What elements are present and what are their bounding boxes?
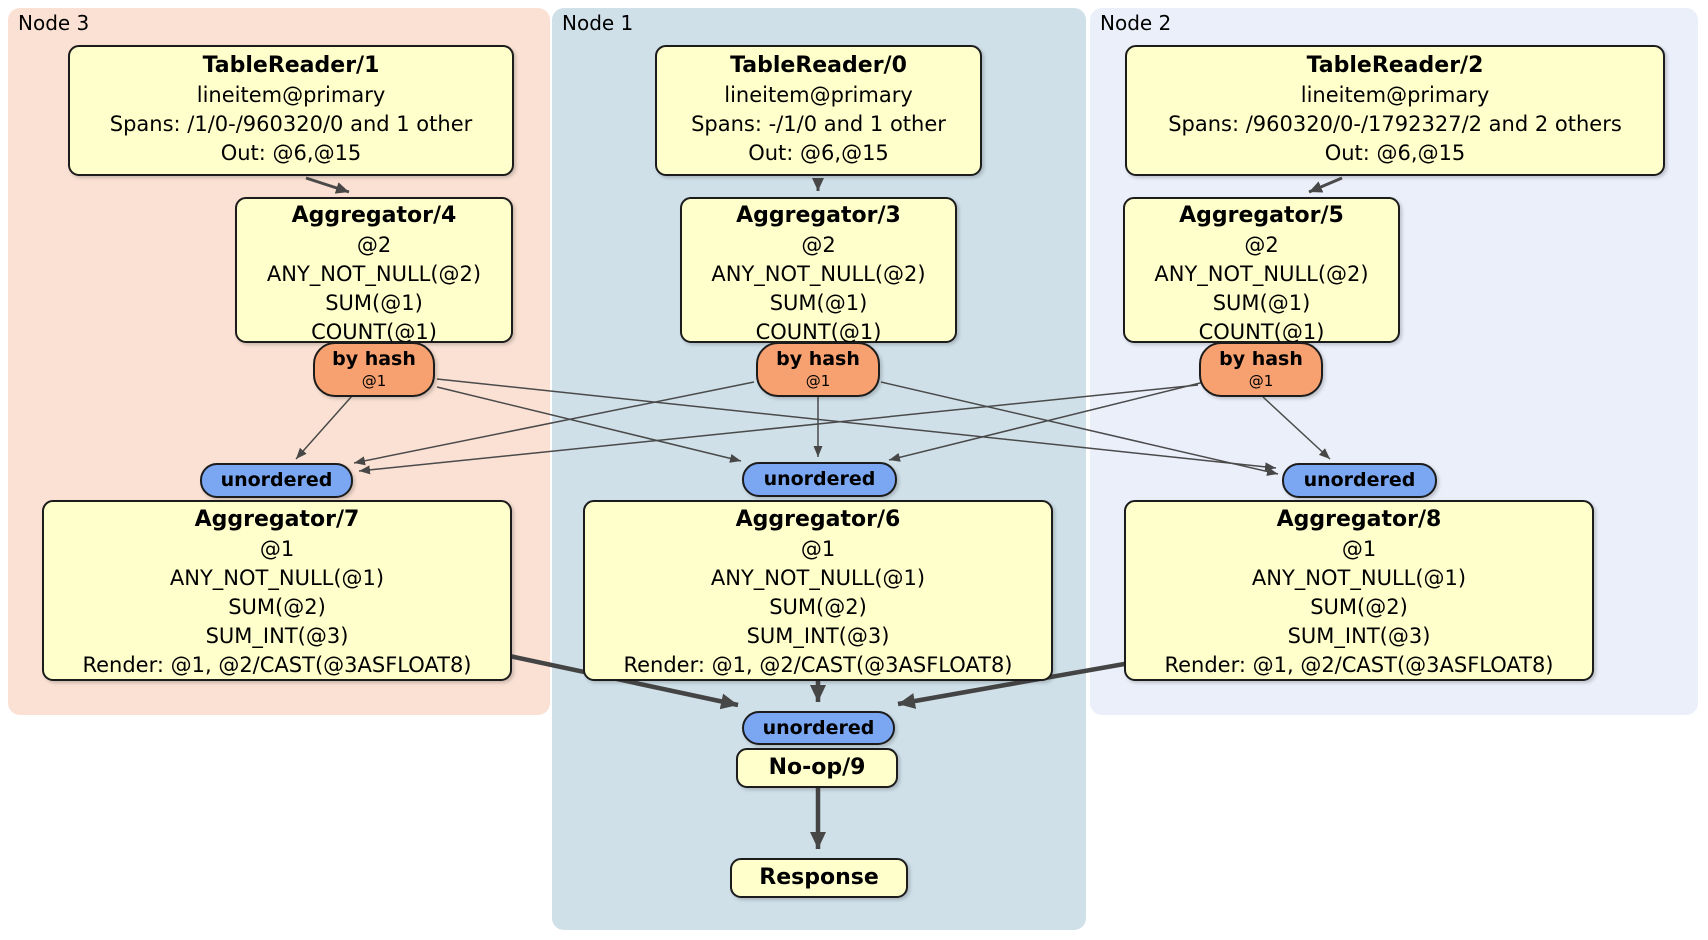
aggregator-7-group: @1: [259, 537, 295, 561]
aggregator-4-fn1: ANY_NOT_NULL(@2): [266, 262, 482, 286]
aggregator-5-fn3: COUNT(@1): [1198, 320, 1325, 344]
hash-router-5-label: by hash: [1219, 348, 1303, 370]
aggregator-8-fn1: ANY_NOT_NULL(@1): [1251, 566, 1467, 590]
aggregator-6-fn1: ANY_NOT_NULL(@1): [710, 566, 926, 590]
aggregator-5-box: Aggregator/5 @2 ANY_NOT_NULL(@2) SUM(@1)…: [1123, 197, 1400, 344]
tablereader-1-box: TableReader/1 lineitem@primary Spans: /1…: [68, 45, 514, 176]
aggregator-8-fn2: SUM(@2): [1310, 595, 1408, 619]
hash-router-5-key: @1: [1248, 372, 1274, 390]
hash-router-4-key: @1: [361, 372, 387, 390]
tablereader-0-index: lineitem@primary: [724, 83, 913, 107]
unordered-sync-final-pill: unordered: [742, 711, 895, 745]
edge-hash5-sync7: [358, 384, 1199, 475]
aggregator-6-title: Aggregator/6: [735, 507, 901, 532]
tablereader-0-box: TableReader/0 lineitem@primary Spans: -/…: [655, 45, 982, 176]
tablereader-2-index: lineitem@primary: [1300, 83, 1490, 107]
aggregator-7-title: Aggregator/7: [194, 507, 360, 532]
edge-hash5-sync8: [1262, 396, 1331, 460]
hash-router-4-pill: by hash @1: [313, 342, 435, 397]
aggregator-4-group: @2: [356, 233, 392, 257]
aggregator-3-box: Aggregator/3 @2 ANY_NOT_NULL(@2) SUM(@1)…: [680, 197, 957, 344]
unordered-sync-7-pill: unordered: [200, 463, 353, 498]
aggregator-3-fn3: COUNT(@1): [755, 320, 882, 344]
edge-agg8-finalsync: [897, 660, 1131, 709]
hash-router-3-pill: by hash @1: [756, 342, 880, 397]
aggregator-6-group: @1: [800, 537, 836, 561]
tablereader-1-title: TableReader/1: [202, 53, 380, 78]
edge-hash4-sync8: [436, 378, 1277, 472]
aggregator-4-fn2: SUM(@1): [325, 291, 423, 315]
response-box: Response: [730, 858, 908, 898]
tablereader-0-spans: Spans: -/1/0 and 1 other: [691, 112, 946, 136]
node3-label: Node 3: [18, 11, 90, 35]
edge-hash4-sync7: [295, 395, 353, 460]
node2-label: Node 2: [1100, 11, 1172, 35]
tablereader-1-spans: Spans: /1/0-/960320/0 and 1 other: [109, 112, 473, 136]
aggregator-8-render: Render: @1, @2/CAST(@3ASFLOAT8): [1164, 653, 1554, 677]
aggregator-5-group: @2: [1244, 233, 1279, 257]
aggregator-8-fn3: SUM_INT(@3): [1287, 624, 1431, 648]
response-title: Response: [759, 865, 879, 890]
tablereader-1-out: Out: @6,@15: [220, 141, 362, 165]
tablereader-0-out: Out: @6,@15: [748, 141, 889, 165]
tablereader-2-box: TableReader/2 lineitem@primary Spans: /9…: [1125, 45, 1665, 176]
edge-tr2-agg5: [1308, 176, 1343, 194]
aggregator-5-title: Aggregator/5: [1179, 203, 1344, 228]
aggregator-7-fn3: SUM_INT(@3): [205, 624, 349, 648]
aggregator-8-box: Aggregator/8 @1 ANY_NOT_NULL(@1) SUM(@2)…: [1124, 500, 1594, 681]
unordered-sync-6-pill: unordered: [742, 462, 897, 497]
aggregator-6-render: Render: @1, @2/CAST(@3ASFLOAT8): [623, 653, 1013, 677]
aggregator-6-fn2: SUM(@2): [769, 595, 867, 619]
noop-box: No-op/9: [736, 748, 898, 788]
aggregator-4-fn3: COUNT(@1): [311, 320, 437, 344]
aggregator-7-fn2: SUM(@2): [228, 595, 326, 619]
edge-hash5-sync6: [888, 380, 1209, 462]
aggregator-3-group: @2: [801, 233, 836, 257]
tablereader-2-out: Out: @6,@15: [1324, 141, 1466, 165]
aggregator-5-fn2: SUM(@1): [1212, 291, 1311, 315]
aggregator-7-render: Render: @1, @2/CAST(@3ASFLOAT8): [82, 653, 472, 677]
aggregator-7-box: Aggregator/7 @1 ANY_NOT_NULL(@1) SUM(@2)…: [42, 500, 512, 681]
edge-hash4-sync6: [436, 386, 742, 463]
aggregator-3-fn2: SUM(@1): [769, 291, 868, 315]
tablereader-0-title: TableReader/0: [730, 53, 907, 78]
edge-hash3-sync8: [880, 381, 1279, 476]
hash-router-3-key: @1: [805, 372, 831, 390]
hash-router-4-label: by hash: [332, 348, 416, 370]
hash-router-5-pill: by hash @1: [1199, 342, 1323, 397]
aggregator-3-fn1: ANY_NOT_NULL(@2): [711, 262, 926, 286]
aggregator-5-fn1: ANY_NOT_NULL(@2): [1154, 262, 1369, 286]
aggregator-3-title: Aggregator/3: [736, 203, 901, 228]
aggregator-6-fn3: SUM_INT(@3): [746, 624, 890, 648]
edge-tr1-agg4: [305, 176, 350, 194]
unordered-sync-8-pill: unordered: [1282, 463, 1437, 498]
aggregator-8-title: Aggregator/8: [1276, 507, 1442, 532]
aggregator-7-fn1: ANY_NOT_NULL(@1): [169, 566, 385, 590]
edge-hash3-sync7: [353, 381, 755, 466]
hash-router-3-label: by hash: [776, 348, 860, 370]
tablereader-2-spans: Spans: /960320/0-/1792327/2 and 2 others: [1168, 112, 1622, 136]
noop-title: No-op/9: [768, 755, 866, 780]
node1-label: Node 1: [562, 11, 634, 35]
aggregator-8-group: @1: [1341, 537, 1377, 561]
tablereader-2-title: TableReader/2: [1306, 53, 1484, 78]
aggregator-4-title: Aggregator/4: [291, 203, 457, 228]
aggregator-6-box: Aggregator/6 @1 ANY_NOT_NULL(@1) SUM(@2)…: [583, 500, 1053, 681]
tablereader-1-index: lineitem@primary: [196, 83, 386, 107]
aggregator-4-box: Aggregator/4 @2 ANY_NOT_NULL(@2) SUM(@1)…: [235, 197, 513, 344]
